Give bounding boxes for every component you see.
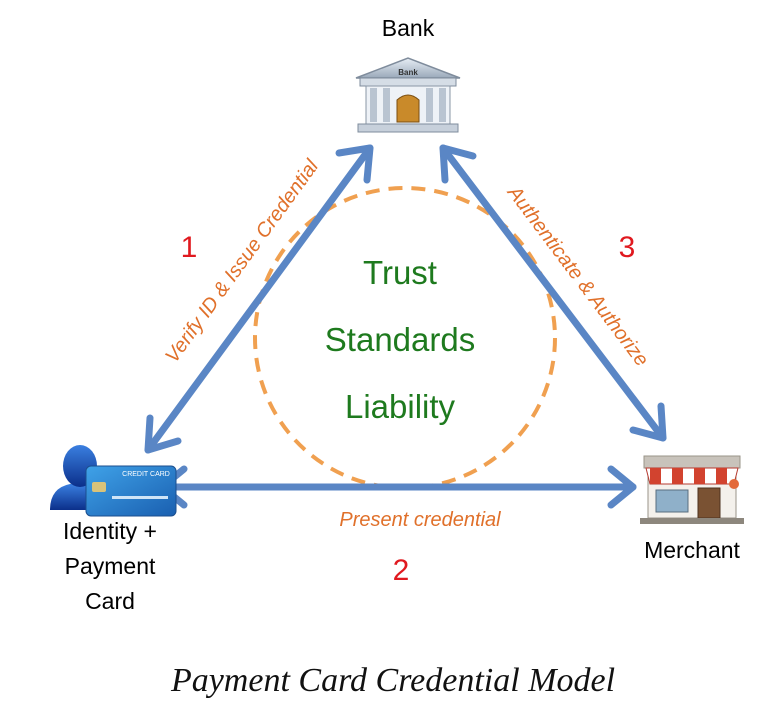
center-liability: Liability [345, 388, 456, 425]
merchant-store-icon [640, 455, 744, 524]
identity-card-icon: CREDIT CARD [50, 445, 177, 517]
authenticate-edge-label: Authenticate & Authorize [502, 181, 652, 370]
step-number-1: 1 [181, 231, 198, 264]
identity-label-line-1: Identity + [63, 518, 157, 544]
identity-label-line-2: Payment [65, 553, 156, 579]
merchant-label: Merchant [644, 537, 740, 563]
credit-card-icon: CREDIT CARD [85, 465, 177, 517]
center-standards: Standards [325, 321, 475, 358]
authenticate-arrow [439, 144, 667, 442]
awning [645, 467, 739, 485]
present-arrow [158, 465, 637, 509]
verify-arrow [144, 144, 374, 454]
center-trust: Trust [363, 254, 437, 291]
bank-label: Bank [382, 15, 435, 41]
svg-text:Bank: Bank [398, 68, 418, 77]
diagram-caption: Payment Card Credential Model [170, 662, 615, 699]
bank-icon: Bank [355, 57, 461, 133]
svg-text:CREDIT CARD: CREDIT CARD [122, 471, 170, 478]
step-number-3: 3 [619, 231, 636, 264]
identity-label-line-3: Card [85, 588, 135, 614]
present-edge-label: Present credential [339, 509, 501, 531]
step-number-2: 2 [393, 554, 410, 587]
